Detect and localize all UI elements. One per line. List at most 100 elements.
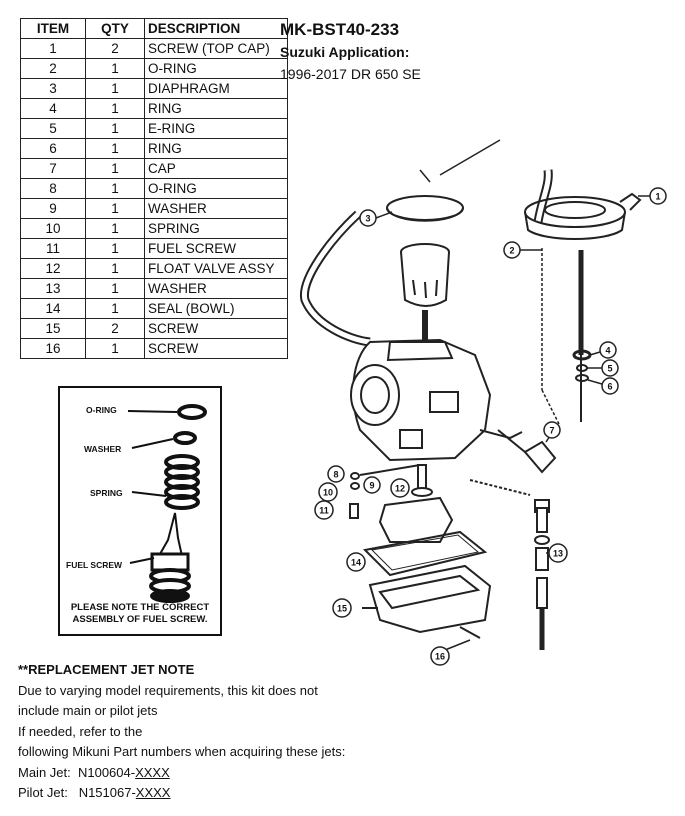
description-cell: SPRING — [144, 218, 288, 239]
svg-text:3: 3 — [365, 214, 370, 224]
item-cell: 7 — [20, 158, 86, 179]
description-cell: O-RING — [144, 178, 288, 199]
table-header-row: ITEM QTY DESCRIPTION — [20, 18, 288, 39]
svg-text:7: 7 — [549, 426, 554, 436]
item-cell: 4 — [20, 98, 86, 119]
washer-leader-line — [131, 438, 174, 449]
description-cell: CAP — [144, 158, 288, 179]
fuel-screw-part — [149, 512, 191, 603]
svg-text:14: 14 — [351, 558, 361, 568]
qty-cell: 1 — [85, 298, 145, 319]
jet-note-heading: **REPLACEMENT JET NOTE — [18, 662, 195, 677]
oring-part — [177, 404, 207, 420]
application-years: 1996-2017 DR 650 SE — [280, 66, 421, 82]
main-jet-label: Main Jet: N100604- — [18, 764, 136, 780]
qty-cell: 2 — [85, 38, 145, 59]
item-cell: 15 — [20, 318, 86, 339]
svg-text:8: 8 — [333, 470, 338, 480]
fuel-screw-group — [349, 464, 421, 519]
pilot-jet-suffix: XXXX — [135, 785, 171, 800]
svg-text:11: 11 — [319, 506, 329, 516]
description-cell: FLOAT VALVE ASSY — [144, 258, 288, 279]
callout-6: 6 — [587, 377, 619, 395]
main-jet-line: Main Jet: N100604-XXXX — [18, 763, 345, 784]
spring-label: SPRING — [90, 488, 123, 498]
column-header-qty: QTY — [85, 18, 145, 39]
bowl-seal-part — [362, 530, 488, 577]
item-cell: 2 — [20, 58, 86, 79]
description-cell: FUEL SCREW — [144, 238, 288, 259]
item-cell: 3 — [20, 78, 86, 99]
callout-11: 11 — [314, 500, 334, 520]
item-cell: 10 — [20, 218, 86, 239]
item-cell: 8 — [20, 178, 86, 199]
callout-13: 13 — [546, 543, 568, 563]
description-cell: SEAL (BOWL) — [144, 298, 288, 319]
svg-text:10: 10 — [323, 488, 333, 498]
kit-title: MK-BST40-233 — [280, 20, 400, 39]
main-jet-stack — [469, 479, 550, 650]
callout-4: 4 — [589, 341, 617, 359]
top-cap-part — [524, 192, 642, 240]
callout-14: 14 — [346, 552, 366, 572]
callout-15: 15 — [332, 598, 352, 618]
callout-10: 10 — [318, 482, 338, 502]
qty-cell: 1 — [85, 78, 145, 99]
item-cell: 12 — [20, 258, 86, 279]
item-cell: 1 — [20, 38, 86, 59]
column-header-item: ITEM — [20, 18, 86, 39]
svg-text:1: 1 — [655, 192, 660, 202]
item-cell: 9 — [20, 198, 86, 219]
callout-1: 1 — [638, 187, 667, 205]
spring-leader-line — [131, 491, 167, 497]
spring-part — [164, 454, 200, 510]
qty-cell: 1 — [85, 278, 145, 299]
description-cell: SCREW — [144, 338, 288, 359]
fuel-screw-assembly-drawing — [127, 404, 207, 603]
bowl-screws — [362, 607, 481, 639]
column-header-description: DESCRIPTION — [144, 18, 288, 39]
slide-part — [400, 243, 450, 307]
description-cell: WASHER — [144, 278, 288, 299]
svg-text:9: 9 — [369, 481, 374, 491]
fuel-screw-assembly-note: PLEASE NOTE THE CORRECT ASSEMBLY OF FUEL… — [70, 602, 210, 625]
qty-cell: 1 — [85, 118, 145, 139]
oring-leader-line — [127, 410, 178, 413]
svg-text:2: 2 — [509, 246, 514, 256]
ring-part-lower — [575, 374, 589, 382]
svg-text:5: 5 — [607, 364, 612, 374]
diaphragm-part — [386, 195, 464, 222]
fuel-screw-leader-line — [129, 557, 155, 564]
main-jet-suffix: XXXX — [135, 764, 170, 780]
pilot-jet-label: Pilot Jet: N151067- — [18, 785, 136, 800]
washer-label: WASHER — [84, 444, 122, 454]
float-bowl — [368, 564, 492, 634]
description-cell: SCREW — [144, 318, 288, 339]
item-cell: 16 — [20, 338, 86, 359]
svg-text:16: 16 — [435, 652, 445, 662]
oring-label: O-RING — [86, 405, 117, 415]
qty-cell: 1 — [85, 158, 145, 179]
description-cell: E-RING — [144, 118, 288, 139]
fuel-screw-label: FUEL SCREW — [66, 560, 123, 570]
jet-note-line: Due to varying model requirements, this … — [18, 682, 318, 698]
pilot-jet-line: Pilot Jet: N151067-XXXX — [18, 783, 345, 804]
item-cell: 14 — [20, 298, 86, 319]
carburetor-exploded-diagram: 1 2 3 4 5 6 7 8 9 10 11 12 13 14 15 16 — [299, 139, 667, 666]
callout-2: 2 — [503, 241, 542, 259]
description-cell: DIAPHRAGM — [144, 78, 288, 99]
description-cell: O-RING — [144, 58, 288, 79]
